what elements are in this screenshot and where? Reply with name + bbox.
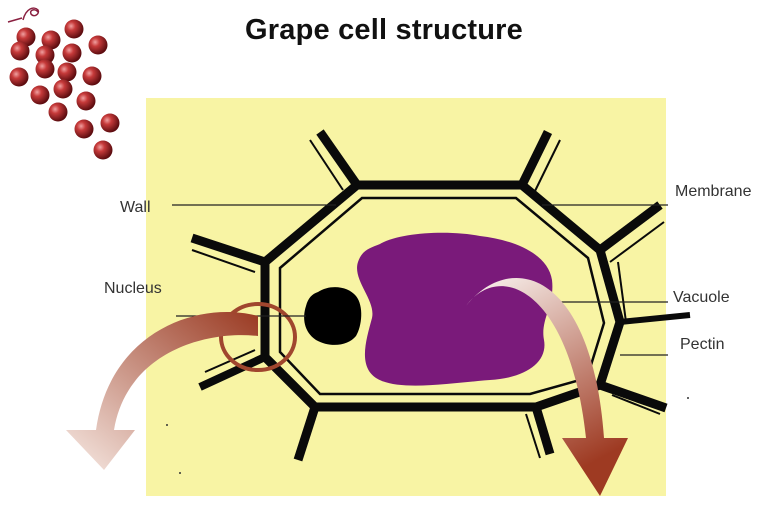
label-pectin: Pectin <box>680 336 724 353</box>
label-wall: Wall <box>120 199 151 216</box>
label-vacuole: Vacuole <box>673 289 730 306</box>
vacuole <box>357 233 552 386</box>
label-membrane: Membrane <box>675 183 752 200</box>
label-nucleus: Nucleus <box>104 280 162 297</box>
nucleus <box>304 287 361 345</box>
grape-cluster-icon <box>8 8 120 159</box>
